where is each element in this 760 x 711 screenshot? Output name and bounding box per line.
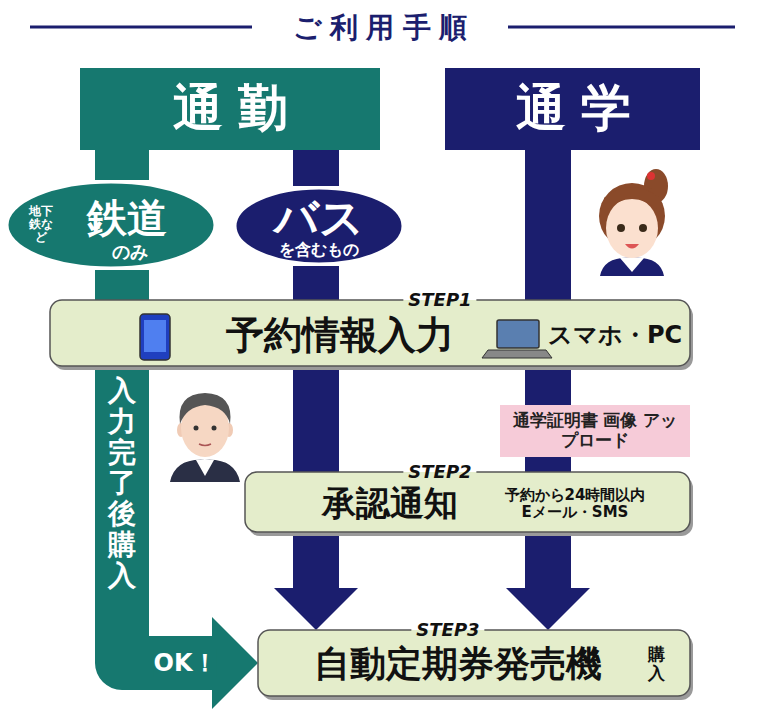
man-hair — [180, 393, 231, 424]
girl-bangs — [604, 187, 660, 212]
laptop-icon — [497, 320, 539, 348]
connector-shaft — [95, 150, 149, 180]
band-shape — [50, 300, 690, 366]
node-title: 通学証明書 画像 アップロード — [510, 411, 680, 450]
step-band: STEP1予約情報入力スマホ・PC — [50, 300, 690, 366]
step-band: STEP2承認通知予約から24時間以内 Eメール・SMS — [245, 472, 690, 532]
node-text: 予約情報入力 — [226, 314, 454, 358]
node-text: 鉄道 — [87, 195, 167, 241]
title-rule — [30, 26, 252, 29]
connector — [316, 366, 317, 472]
header-box: 通学 — [445, 68, 700, 150]
title: ご利用手順 — [284, 9, 475, 47]
category-ellipse: 地下鉄など 鉄道のみ — [5, 180, 217, 270]
step-label: STEP2 — [403, 461, 476, 483]
girl-hairtie — [647, 172, 655, 180]
girl-uniform — [600, 258, 664, 276]
node-text: のみ — [112, 242, 148, 263]
ellipse-outline — [7, 182, 215, 268]
node-text: 自動定期券発売機 — [314, 643, 602, 684]
category-ellipse: バスを含むもの — [233, 186, 405, 266]
node-text: 予約から24時間以内 Eメール・SMS — [500, 487, 650, 522]
laptop-base — [482, 350, 552, 358]
girl-eye — [617, 224, 625, 232]
connector — [122, 366, 258, 709]
connector-shaft — [525, 532, 571, 588]
upload-box: 通学証明書 画像 アップロード — [500, 405, 690, 457]
node-text: 承認通知 — [322, 484, 458, 523]
man-mouth — [199, 444, 211, 446]
connector — [548, 150, 549, 300]
connector — [122, 150, 123, 180]
connector — [548, 366, 549, 405]
connector-shaft — [293, 366, 339, 472]
girl-eye — [639, 224, 647, 232]
note-label: OK！ — [154, 649, 217, 678]
node-text: を含むもの — [279, 241, 359, 259]
node-title: 通勤 — [158, 80, 303, 138]
step-band: STEP3自動定期券発売機購入 — [258, 630, 690, 696]
man-shirt — [196, 460, 214, 476]
step-label: STEP1 — [403, 289, 476, 311]
node-title: 地下鉄など — [29, 205, 53, 245]
connector-shaft — [293, 532, 339, 588]
connector — [122, 270, 123, 300]
connector-shaft — [525, 150, 571, 300]
girl-mouth — [625, 244, 639, 249]
connector — [548, 457, 549, 472]
edge-label: 入力完了後 購入 — [108, 376, 136, 592]
man-suit — [170, 460, 240, 482]
ellipse-outline — [235, 188, 403, 264]
girl-face — [606, 198, 658, 258]
connector-shaft — [293, 266, 339, 300]
connector-shaft — [95, 270, 149, 300]
title-rule — [508, 26, 735, 29]
node-text: 購入 — [648, 645, 665, 682]
smartphone-screen — [144, 320, 166, 352]
arrowhead — [274, 588, 358, 630]
connector — [506, 532, 590, 630]
connector-shaft — [293, 150, 339, 186]
man-eye — [194, 426, 199, 431]
step-label: STEP3 — [411, 619, 484, 641]
connector-shaft — [525, 457, 571, 472]
connector-shaft — [525, 366, 571, 405]
node-title: 通学 — [501, 80, 646, 138]
arrowhead — [506, 588, 590, 630]
smartphone-icon — [140, 314, 170, 360]
man-eye — [212, 426, 217, 431]
connector — [316, 150, 317, 186]
header-box: 通勤 — [80, 68, 380, 150]
connector — [316, 266, 317, 300]
girl-collar — [620, 258, 644, 272]
node-text: スマホ・PC — [548, 322, 682, 350]
arrowhead — [212, 617, 258, 709]
node-title: バス — [274, 193, 364, 244]
band-fill — [50, 300, 693, 370]
connector — [274, 532, 358, 630]
